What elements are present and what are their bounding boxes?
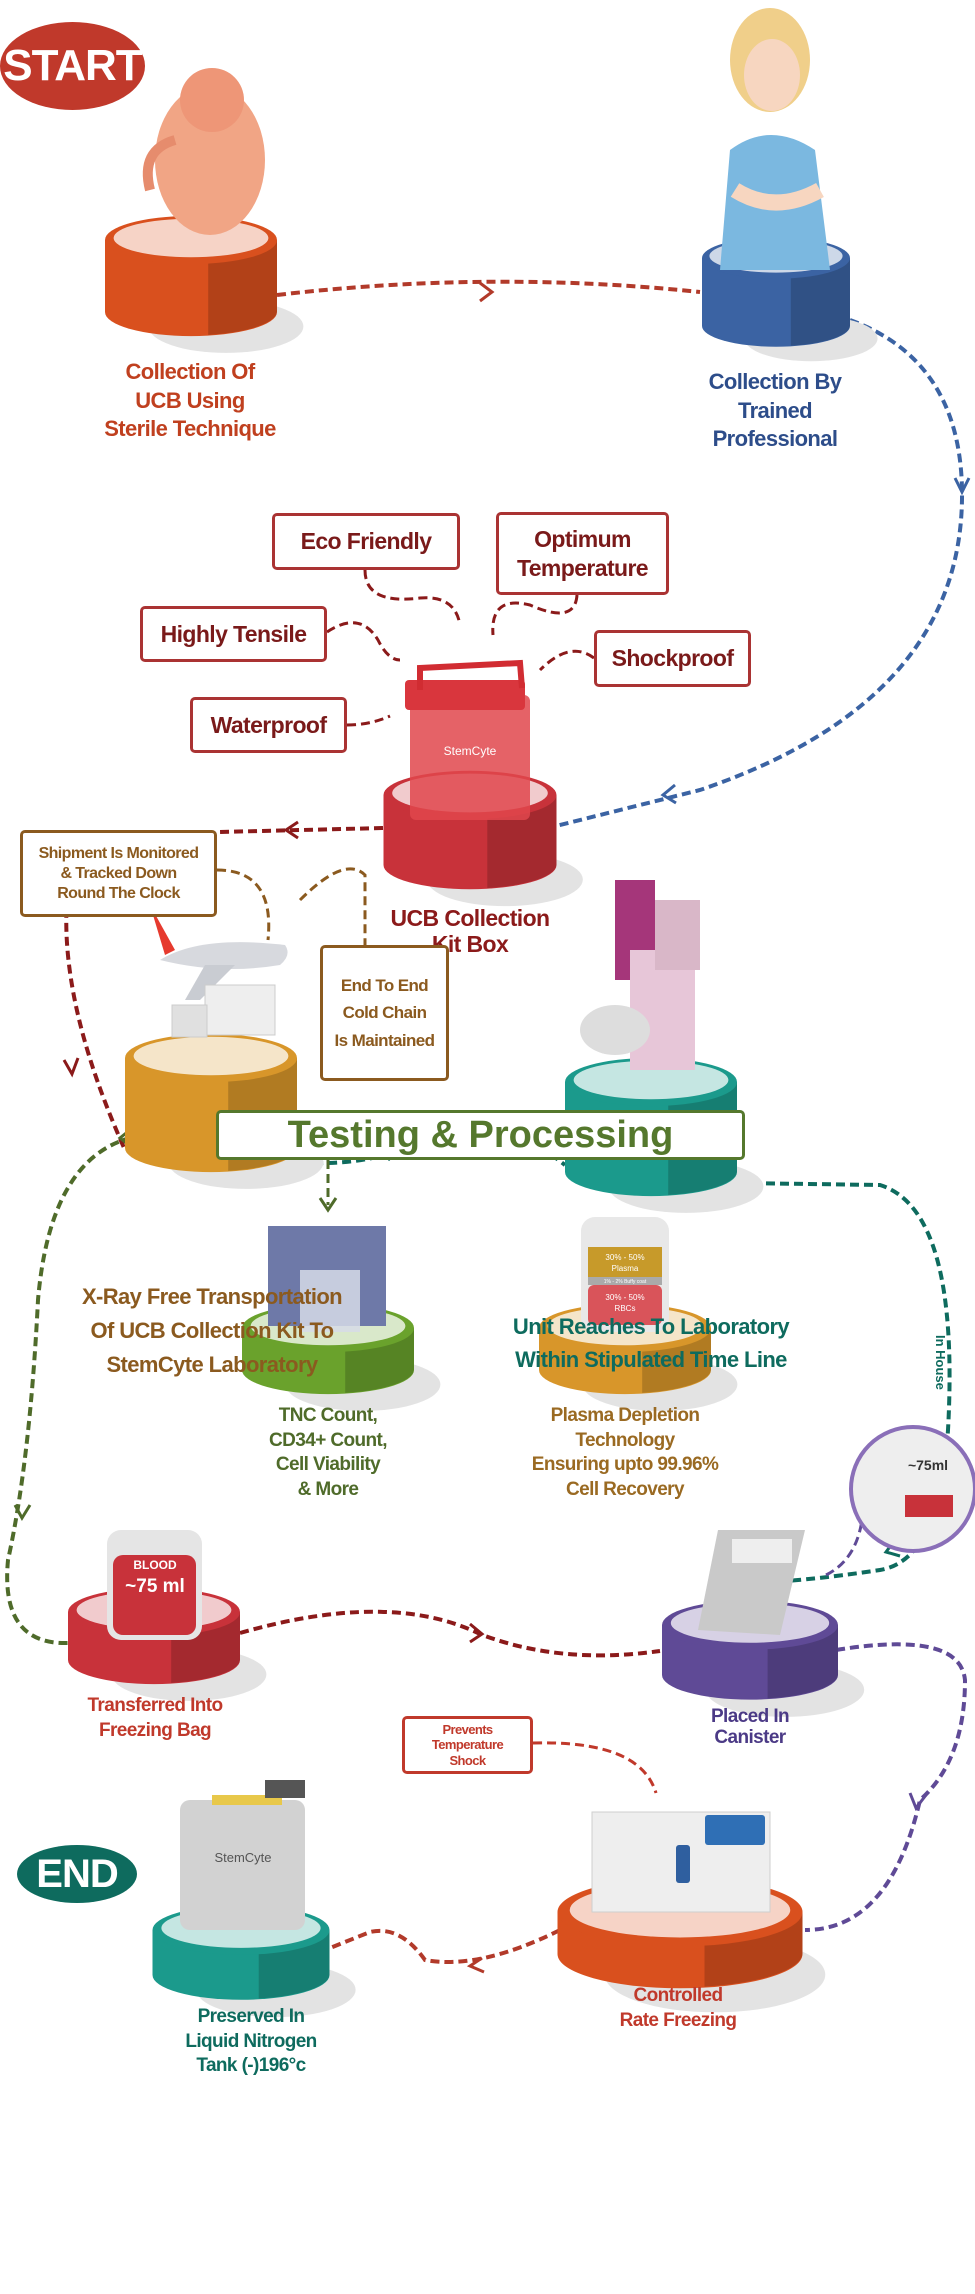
note-line-eco — [363, 569, 462, 626]
truck-illustration — [171, 984, 276, 1038]
arrowhead — [953, 477, 971, 496]
kit-box-illustration: StemCyte — [405, 659, 530, 820]
connector-10-11 — [329, 1928, 561, 1964]
feature-optimum-temperature: Optimum Temperature — [496, 512, 669, 595]
note-line-waterproof — [346, 714, 391, 727]
plasma-bag-illustration: 30% - 50% Plasma 1% - 2% Buffy coat 30% … — [581, 1217, 669, 1332]
arrowhead — [62, 1057, 80, 1078]
arrowhead — [479, 281, 495, 303]
note-line-tensile — [326, 621, 401, 662]
connector-1-2 — [276, 279, 701, 297]
connector-8-9 — [239, 1609, 661, 1658]
arrowhead — [283, 820, 299, 840]
kit-brand-logo: StemCyte — [444, 744, 497, 758]
plasma-percent: 30% - 50% — [605, 1253, 644, 1262]
buffy-coat-label: 1% - 2% Buffy coat — [604, 1279, 647, 1285]
laboratory-building-illustration — [580, 880, 700, 1070]
arrowhead — [660, 783, 677, 805]
rbc-label: RBCs — [615, 1304, 636, 1313]
canister-illustration — [698, 1530, 805, 1635]
connector-3-4 — [219, 826, 384, 834]
tank-brand-logo: StemCyte — [214, 1850, 271, 1865]
feature-shockproof: Shockproof — [594, 630, 751, 687]
note-line-inset — [825, 1519, 864, 1577]
fetus-illustration — [142, 68, 265, 235]
in-house-label: In House — [933, 1335, 948, 1390]
arrowhead — [318, 1197, 338, 1213]
arrowhead — [13, 1504, 32, 1522]
note-line-optimum — [491, 594, 579, 636]
connector-9-10 — [804, 1642, 968, 1932]
rbc-percent: 30% - 50% — [605, 1293, 644, 1302]
plasma-label: Plasma — [612, 1264, 639, 1273]
arrowhead — [466, 1956, 485, 1974]
liquid-nitrogen-tank-illustration: StemCyte — [180, 1780, 305, 1930]
start-badge: START — [0, 22, 145, 110]
inset-volume: ~75ml — [908, 1457, 948, 1473]
bag-volume: ~75 ml — [125, 1576, 185, 1597]
note-line-shipment — [216, 868, 271, 941]
airplane-illustration — [150, 905, 288, 1000]
step-label-tnc-count: TNC Count,CD34+ Count,Cell Viability& Mo… — [269, 1405, 388, 1501]
feature-eco-friendly: Eco Friendly — [272, 513, 460, 570]
controlled-rate-freezer-illustration — [591, 1811, 771, 1913]
pedestal-collection-ucb — [105, 215, 304, 353]
note-line-shockproof — [538, 649, 595, 672]
canister-inset: ~75ml — [849, 1425, 975, 1553]
nurse-illustration — [720, 8, 830, 270]
arrowhead — [469, 1622, 485, 1644]
feature-waterproof: Waterproof — [190, 697, 347, 753]
note-line-shock — [532, 1741, 658, 1794]
end-badge: END — [17, 1845, 137, 1903]
bag-blood-label: BLOOD — [133, 1558, 177, 1572]
testing-processing-banner: Testing & Processing — [216, 1110, 745, 1160]
feature-highly-tensile: Highly Tensile — [140, 606, 327, 662]
freezing-bag-illustration: BLOOD ~75 ml — [107, 1530, 202, 1640]
connector-6-left — [5, 1131, 217, 1646]
arrowhead — [908, 1792, 928, 1812]
cell-counter-machine-illustration — [268, 1226, 386, 1332]
note-line-coldchain — [298, 867, 367, 945]
